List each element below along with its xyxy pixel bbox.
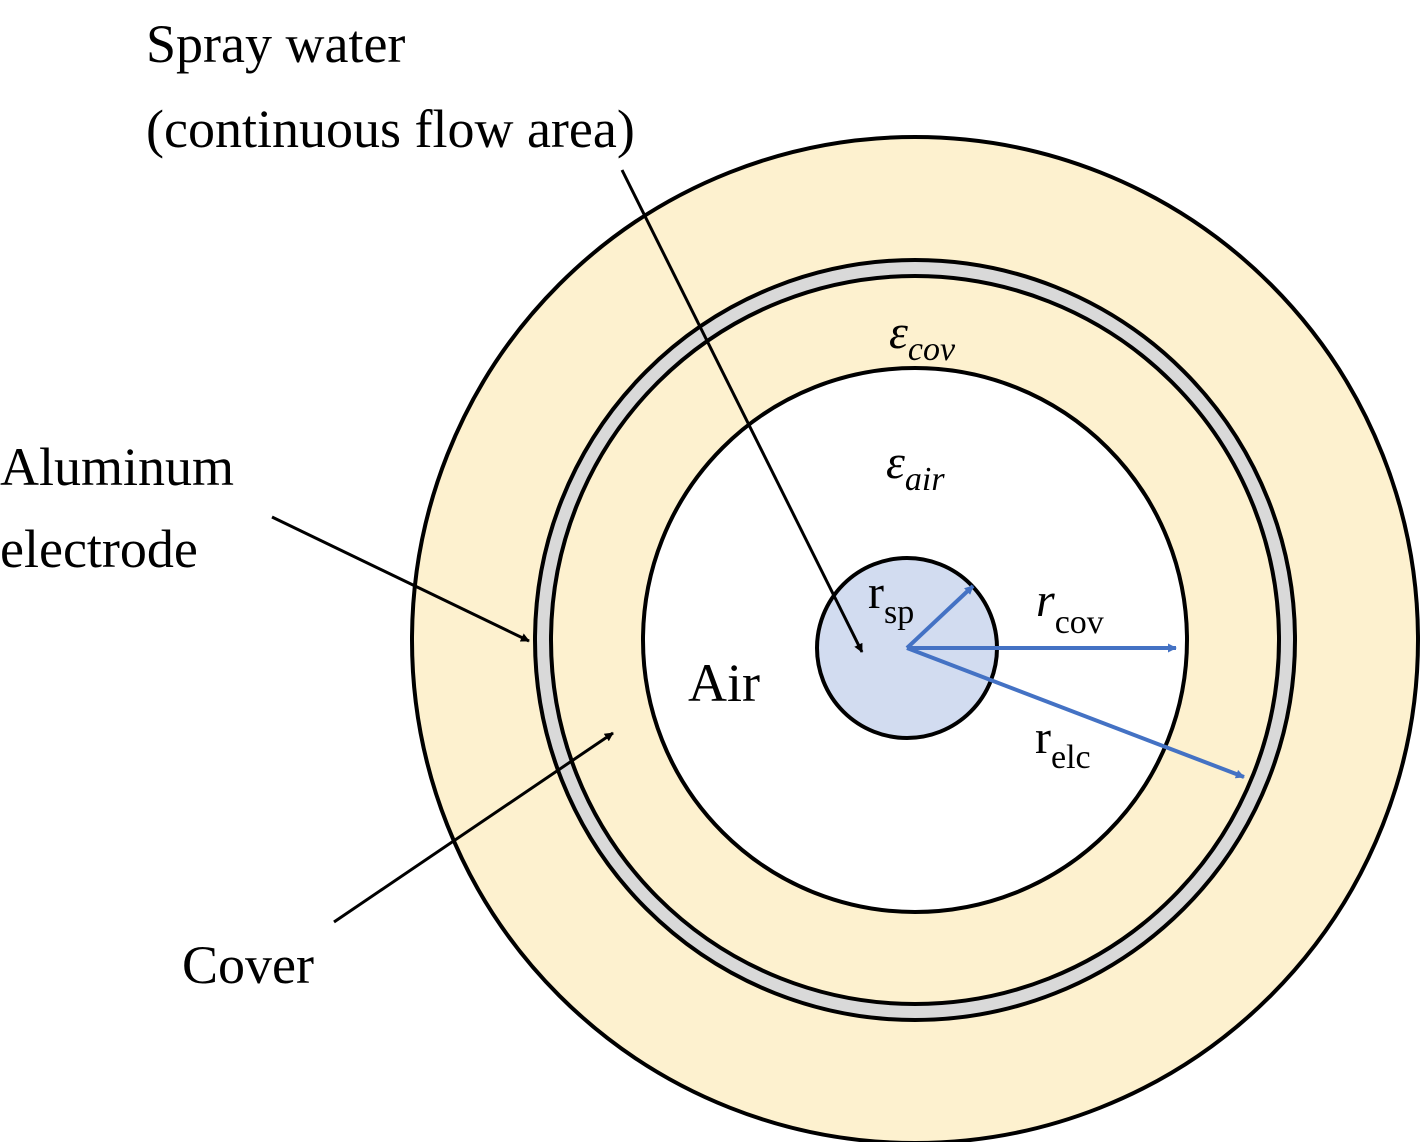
spray-water-label-line2: (continuous flow area) bbox=[146, 99, 635, 159]
spray-water-arrow bbox=[620, 169, 864, 653]
epsilon-cov-base: ε bbox=[889, 306, 908, 359]
r-elc-base: r bbox=[1035, 711, 1051, 764]
epsilon-cov-symbol: εcov bbox=[889, 306, 956, 368]
r-elc-symbol: relc bbox=[1035, 711, 1091, 776]
r-elc-arrow bbox=[906, 646, 1245, 779]
r-cov-subscript: cov bbox=[1055, 604, 1104, 641]
epsilon-cov-subscript: cov bbox=[908, 331, 956, 368]
cover-label: Cover bbox=[182, 935, 314, 995]
r-cov-base: r bbox=[1036, 574, 1055, 627]
r-elc-subscript: elc bbox=[1051, 739, 1091, 776]
spray-water-label-line1: Spray water bbox=[146, 14, 405, 74]
r-sp-symbol: rsp bbox=[868, 566, 914, 631]
aluminum-electrode-arrow bbox=[271, 515, 530, 643]
r-sp-arrow bbox=[905, 584, 975, 650]
r-cov-symbol: rcov bbox=[1036, 574, 1104, 641]
r-sp-subscript: sp bbox=[884, 594, 914, 631]
cover-arrow bbox=[333, 731, 614, 924]
epsilon-air-symbol: εair bbox=[886, 436, 945, 498]
aluminum-electrode-label-line1: Aluminum bbox=[0, 437, 234, 497]
epsilon-air-subscript: air bbox=[905, 461, 945, 498]
r-sp-base: r bbox=[868, 566, 884, 619]
epsilon-air-base: ε bbox=[886, 436, 905, 489]
aluminum-electrode-label-line2: electrode bbox=[0, 519, 198, 579]
air-label: Air bbox=[688, 653, 760, 713]
